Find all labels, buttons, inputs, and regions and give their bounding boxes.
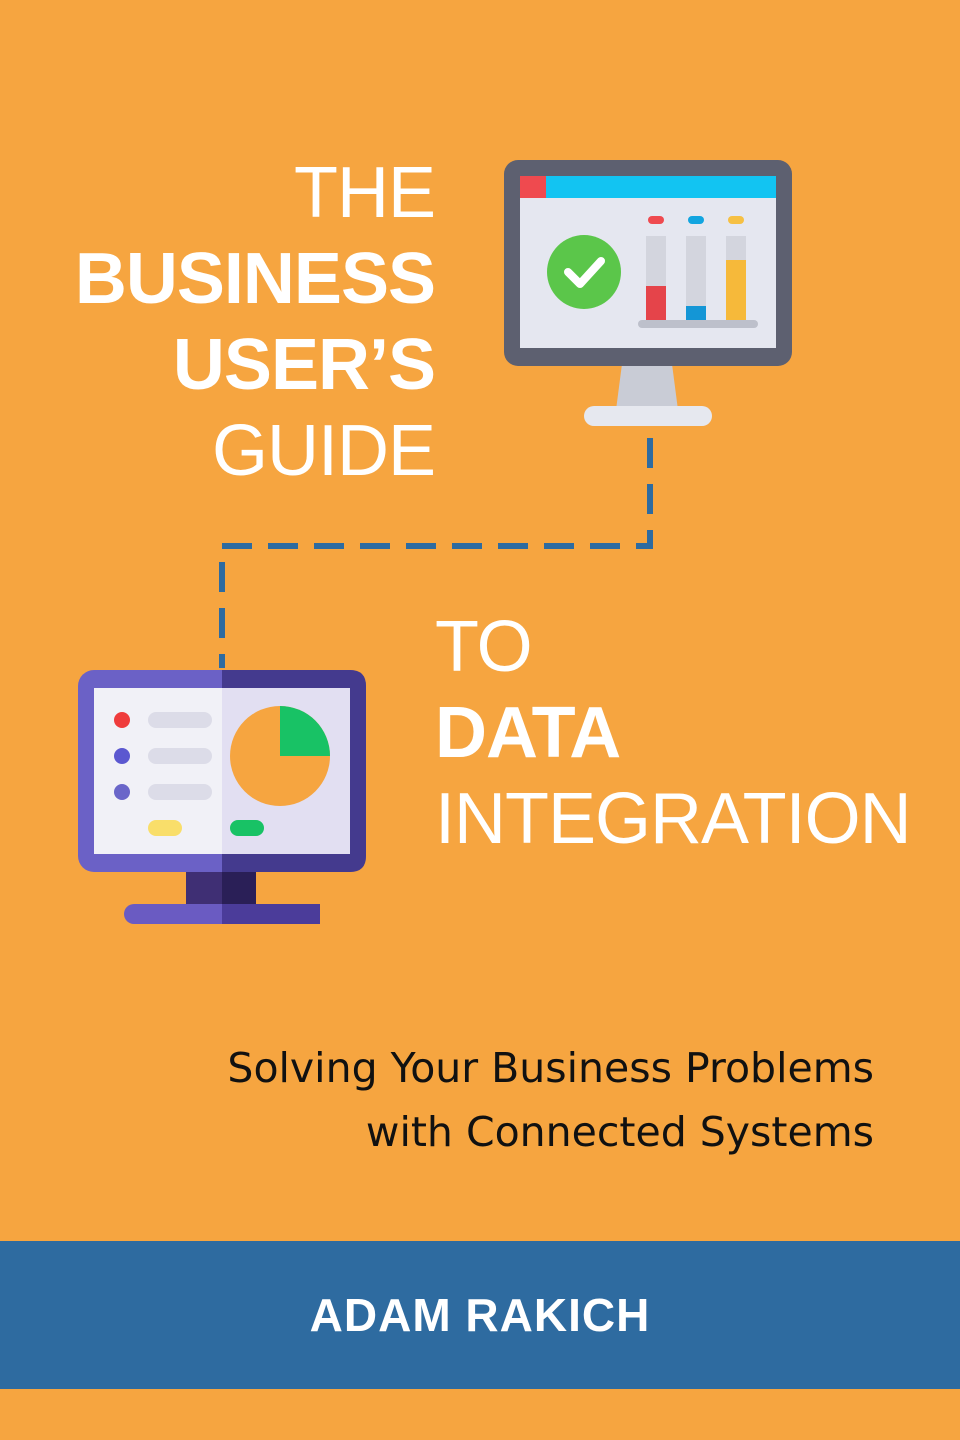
tagline-line-2: with Connected Systems <box>365 1108 874 1156</box>
book-title: THE BUSINESS USER’S GUIDE <box>74 150 436 494</box>
subtitle-line-data: DATA <box>435 693 621 773</box>
tagline-line-1: Solving Your Business Problems <box>227 1044 874 1092</box>
book-subtitle: TO DATA INTEGRATION <box>435 604 912 862</box>
monitor-bar-chart-checkmark-icon <box>504 160 792 426</box>
title-line-business: BUSINESS <box>74 239 436 319</box>
title-line-users: USER’S <box>172 325 436 405</box>
monitor-pie-chart-list-icon <box>78 670 366 924</box>
subtitle-line-to: TO <box>435 607 533 687</box>
title-line-the: THE <box>294 153 436 233</box>
title-line-guide: GUIDE <box>211 411 436 491</box>
tagline: Solving Your Business Problems with Conn… <box>227 1036 874 1164</box>
author-name: ADAM RAKICH <box>309 1289 651 1341</box>
author-band: ADAM RAKICH <box>0 1241 960 1389</box>
subtitle-line-integration: INTEGRATION <box>435 779 912 859</box>
